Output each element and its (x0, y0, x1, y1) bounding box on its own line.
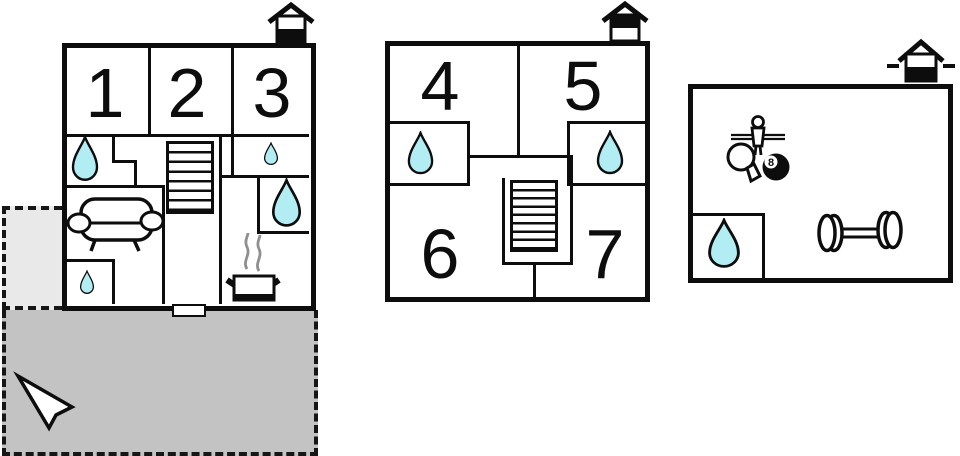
water-drop-icon (407, 131, 434, 175)
stove-pot-icon (225, 232, 281, 302)
wall (390, 183, 470, 186)
wall (762, 213, 765, 278)
billiard-ball-icon: 8 (762, 153, 790, 181)
wall (390, 121, 470, 124)
wall (67, 134, 309, 137)
wall (134, 160, 137, 188)
wall (467, 155, 573, 158)
building-annex: 8 (688, 84, 953, 283)
room-1-label: 1 (85, 54, 125, 132)
water-drop-icon (708, 218, 740, 268)
wall (567, 121, 570, 186)
room-6-label: 6 (420, 215, 460, 293)
sofa-icon (67, 197, 165, 252)
dumbbell-icon (817, 210, 903, 253)
water-drop-icon (271, 178, 302, 227)
wall (219, 175, 309, 178)
wall (567, 121, 645, 124)
wall (693, 213, 765, 216)
wall (257, 175, 260, 234)
staircase-icon (510, 180, 558, 252)
table-tennis-paddle-icon (726, 142, 762, 184)
wall (517, 46, 520, 158)
wall (502, 178, 505, 265)
wall (467, 121, 470, 186)
patio-light (2, 206, 62, 310)
floor-indicator-upper-icon (601, 1, 649, 43)
wall (533, 262, 536, 297)
water-drop-icon (71, 135, 99, 182)
wall (67, 259, 115, 262)
building-ground-floor: 1 2 3 (62, 43, 316, 311)
room-7-label: 7 (585, 215, 625, 293)
room-5-label: 5 (563, 47, 603, 125)
foosball-player-icon (731, 115, 785, 156)
wall (257, 231, 309, 234)
game-room-icons: 8 (726, 115, 790, 184)
wall (67, 185, 165, 188)
billiard-ball-number: 8 (768, 157, 774, 169)
room-4-label: 4 (420, 47, 460, 125)
room-3-label: 3 (252, 54, 292, 132)
north-arrow-icon (13, 371, 76, 432)
floor-indicator-annex-icon (887, 38, 955, 83)
water-drop-icon (263, 142, 279, 166)
water-drop-icon (596, 130, 624, 175)
wall (219, 134, 222, 304)
wall (502, 262, 573, 265)
wall (162, 185, 165, 304)
terrace (2, 310, 318, 456)
room-2-label: 2 (167, 54, 207, 132)
water-drop-icon (79, 270, 95, 294)
door-icon (172, 304, 206, 317)
wall (112, 134, 115, 163)
building-upper-floor: 4 5 6 7 (385, 41, 650, 302)
floor-indicator-ground-icon (267, 2, 315, 44)
wall (148, 48, 151, 137)
wall (112, 160, 137, 163)
wall (112, 259, 115, 304)
wall (570, 155, 573, 265)
wall (567, 183, 645, 186)
staircase-icon (166, 141, 214, 214)
wall (231, 48, 234, 178)
